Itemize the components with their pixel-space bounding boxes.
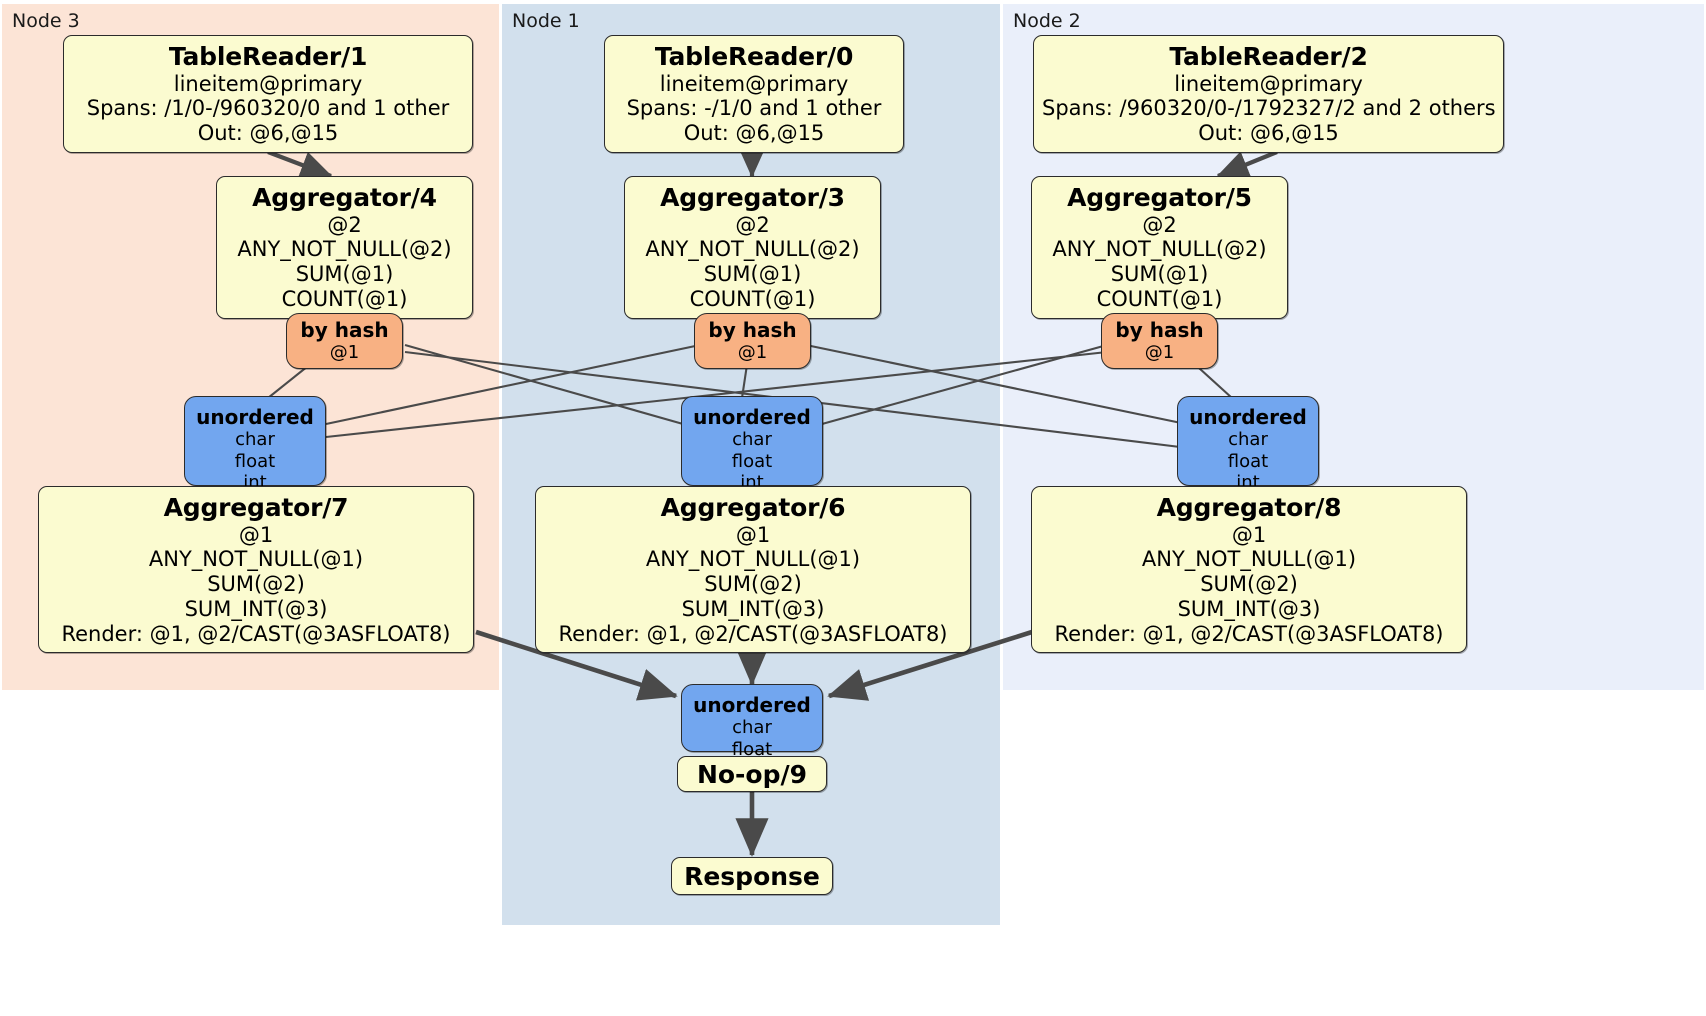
processor-render: Render: @1, @2/CAST(@3ASFLOAT8) xyxy=(558,621,948,646)
router-type-2: float xyxy=(731,738,773,760)
router-title: unordered xyxy=(693,693,811,717)
router-column: @1 xyxy=(737,342,768,363)
input-sync-unordered-8[interactable]: unordered char float int xyxy=(1177,396,1319,493)
processor-title: Aggregator/8 xyxy=(1156,493,1342,522)
router-type-1: char xyxy=(732,429,772,450)
output-router-by-hash-4[interactable]: by hash @1 xyxy=(286,313,403,369)
processor-func-3: COUNT(@1) xyxy=(1096,286,1223,311)
processor-table-reader-0[interactable]: TableReader/0 lineitem@primary Spans: -/… xyxy=(604,35,904,153)
processor-func-2: SUM(@2) xyxy=(207,572,305,597)
router-column: @1 xyxy=(329,342,360,363)
input-sync-unordered-7[interactable]: unordered char float int xyxy=(184,396,326,493)
router-type-2: float xyxy=(234,450,276,472)
router-title: unordered xyxy=(196,405,314,429)
processor-aggregator-5[interactable]: Aggregator/5 @2 ANY_NOT_NULL(@2) SUM(@1)… xyxy=(1031,176,1288,319)
router-title: unordered xyxy=(693,405,811,429)
processor-title: TableReader/1 xyxy=(168,42,368,71)
processor-out: Out: @6,@15 xyxy=(1198,121,1339,146)
processor-out: Out: @6,@15 xyxy=(197,121,339,146)
router-type-1: char xyxy=(1228,429,1268,450)
router-type-1: char xyxy=(235,429,275,450)
processor-aggregator-4[interactable]: Aggregator/4 @2 ANY_NOT_NULL(@2) SUM(@1)… xyxy=(216,176,473,319)
processor-func-2: SUM(@2) xyxy=(704,572,802,597)
processor-group: @2 xyxy=(735,212,770,237)
router-type-2: float xyxy=(1227,450,1269,472)
processor-func-2: SUM(@1) xyxy=(703,262,802,287)
processor-group: @2 xyxy=(1142,212,1177,237)
processor-table: lineitem@primary xyxy=(173,71,363,96)
processor-response[interactable]: Response xyxy=(671,857,833,895)
processor-no-op-9[interactable]: No-op/9 xyxy=(677,756,827,792)
processor-title: Aggregator/7 xyxy=(163,493,349,522)
router-column: @1 xyxy=(1144,342,1175,363)
processor-title: Aggregator/6 xyxy=(660,493,846,522)
processor-func-1: ANY_NOT_NULL(@2) xyxy=(1052,237,1267,262)
processor-group: @1 xyxy=(238,522,274,547)
processor-table-reader-2[interactable]: TableReader/2 lineitem@primary Spans: /9… xyxy=(1033,35,1504,153)
region-node-1-label: Node 1 xyxy=(512,10,580,32)
processor-func-3: SUM_INT(@3) xyxy=(1177,596,1321,621)
router-title: by hash xyxy=(708,318,797,342)
processor-group: @2 xyxy=(327,212,362,237)
processor-aggregator-8[interactable]: Aggregator/8 @1 ANY_NOT_NULL(@1) SUM(@2)… xyxy=(1031,486,1467,654)
processor-title: No-op/9 xyxy=(696,759,808,789)
processor-table: lineitem@primary xyxy=(1174,71,1363,96)
region-node-3-label: Node 3 xyxy=(12,10,80,32)
processor-table: lineitem@primary xyxy=(659,71,849,96)
region-node-2-label: Node 2 xyxy=(1013,10,1081,32)
processor-aggregator-3[interactable]: Aggregator/3 @2 ANY_NOT_NULL(@2) SUM(@1)… xyxy=(624,176,881,319)
processor-spans: Spans: /1/0-/960320/0 and 1 other xyxy=(86,96,450,121)
processor-func-1: ANY_NOT_NULL(@2) xyxy=(237,237,452,262)
processor-title: Aggregator/4 xyxy=(252,183,437,212)
processor-func-1: ANY_NOT_NULL(@2) xyxy=(645,237,860,262)
processor-title: Aggregator/5 xyxy=(1067,183,1252,212)
processor-title: Aggregator/3 xyxy=(660,183,845,212)
processor-func-1: ANY_NOT_NULL(@1) xyxy=(148,547,364,572)
processor-title: TableReader/0 xyxy=(654,42,854,71)
processor-spans: Spans: -/1/0 and 1 other xyxy=(626,96,882,121)
processor-func-2: SUM(@1) xyxy=(1110,262,1209,287)
processor-func-2: SUM(@1) xyxy=(295,262,394,287)
processor-spans: Spans: /960320/0-/1792327/2 and 2 others xyxy=(1042,96,1496,121)
router-type-1: char xyxy=(732,717,772,738)
router-title: by hash xyxy=(1115,318,1204,342)
input-sync-unordered-6[interactable]: unordered char float int xyxy=(681,396,823,493)
processor-func-3: COUNT(@1) xyxy=(689,286,816,311)
processor-aggregator-6[interactable]: Aggregator/6 @1 ANY_NOT_NULL(@1) SUM(@2)… xyxy=(535,486,971,654)
processor-func-3: SUM_INT(@3) xyxy=(184,596,328,621)
processor-func-2: SUM(@2) xyxy=(1200,572,1298,597)
processor-out: Out: @6,@15 xyxy=(683,121,825,146)
processor-group: @1 xyxy=(735,522,771,547)
output-router-by-hash-5[interactable]: by hash @1 xyxy=(1101,313,1218,369)
processor-func-3: COUNT(@1) xyxy=(281,286,408,311)
router-title: by hash xyxy=(300,318,389,342)
router-title: unordered xyxy=(1189,405,1307,429)
processor-func-1: ANY_NOT_NULL(@1) xyxy=(1141,547,1357,572)
processor-table-reader-1[interactable]: TableReader/1 lineitem@primary Spans: /1… xyxy=(63,35,473,153)
processor-render: Render: @1, @2/CAST(@3ASFLOAT8) xyxy=(1054,621,1444,646)
input-sync-unordered-final[interactable]: unordered char float xyxy=(681,684,823,760)
router-type-2: float xyxy=(731,450,773,472)
processor-title: TableReader/2 xyxy=(1169,42,1368,71)
processor-title: Response xyxy=(684,861,820,891)
output-router-by-hash-3[interactable]: by hash @1 xyxy=(694,313,811,369)
processor-func-3: SUM_INT(@3) xyxy=(681,596,825,621)
processor-aggregator-7[interactable]: Aggregator/7 @1 ANY_NOT_NULL(@1) SUM(@2)… xyxy=(38,486,474,654)
processor-render: Render: @1, @2/CAST(@3ASFLOAT8) xyxy=(61,621,451,646)
processor-group: @1 xyxy=(1231,522,1267,547)
processor-func-1: ANY_NOT_NULL(@1) xyxy=(645,547,861,572)
